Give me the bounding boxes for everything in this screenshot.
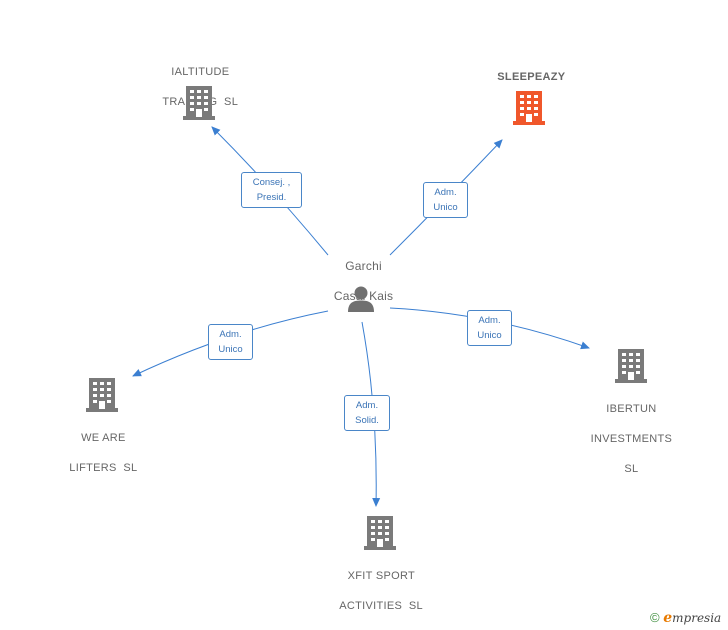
person-name-line2: Casal Kais xyxy=(333,289,394,303)
relation-sleepeazy-line2: Unico xyxy=(433,202,458,213)
company-xfit-line2: ACTIVITIES SL xyxy=(339,600,423,612)
empresia-logo-initial: e xyxy=(663,610,673,626)
person-name[interactable]: Garchi Casal Kais xyxy=(310,244,410,304)
company-wearelifters-line2: LIFTERS SL xyxy=(69,462,138,474)
building-icon[interactable] xyxy=(615,349,647,383)
company-wearelifters-label[interactable]: WE ARE LIFTERS SL xyxy=(35,416,165,476)
building-icon[interactable] xyxy=(364,516,396,550)
copyright-icon: © xyxy=(650,610,660,625)
building-icon-highlighted[interactable] xyxy=(513,91,545,125)
footer-brand: © empresia xyxy=(650,610,721,626)
company-ibertun-line3: SL xyxy=(624,463,639,475)
relation-ialtitude-line1: Consej. , xyxy=(252,177,291,188)
relation-xfit-line2: Solid. xyxy=(355,415,379,426)
company-wearelifters-line1: WE ARE xyxy=(81,432,126,444)
building-icon[interactable] xyxy=(86,378,118,412)
company-sleepeazy-line1: SLEEPEAZY xyxy=(497,71,566,83)
relation-ibertun-line2: Unico xyxy=(477,330,502,341)
company-ibertun-line2: INVESTMENTS xyxy=(590,433,673,445)
relation-wearelifters-line2: Unico xyxy=(218,344,243,355)
company-ibertun-label[interactable]: IBERTUN INVESTMENTS SL xyxy=(563,387,693,477)
relation-xfit-line1: Adm. xyxy=(355,400,379,411)
company-xfit-label[interactable]: XFIT SPORT ACTIVITIES SL xyxy=(313,554,443,614)
relation-ibertun-line1: Adm. xyxy=(478,315,501,326)
relation-wearelifters-line1: Adm. xyxy=(219,329,242,340)
relation-label-xfit[interactable]: Adm. Solid. xyxy=(344,395,390,431)
relation-label-sleepeazy[interactable]: Adm. Unico xyxy=(423,182,468,218)
empresia-logo[interactable]: empresia xyxy=(663,610,722,626)
relation-label-ibertun[interactable]: Adm. Unico xyxy=(467,310,512,346)
building-icon[interactable] xyxy=(183,86,215,120)
relation-label-wearelifters[interactable]: Adm. Unico xyxy=(208,324,253,360)
empresia-logo-text: mpresia xyxy=(672,611,722,625)
person-icon[interactable] xyxy=(346,284,376,314)
person-name-line1: Garchi xyxy=(345,259,382,273)
relation-label-ialtitude[interactable]: Consej. , Presid. xyxy=(241,172,302,208)
company-xfit-line1: XFIT SPORT xyxy=(347,570,416,582)
company-ialtitude-line1: IALTITUDE xyxy=(171,66,230,78)
relation-sleepeazy-line1: Adm. xyxy=(434,187,457,198)
company-ibertun-line1: IBERTUN xyxy=(606,403,657,415)
relation-ialtitude-line2: Presid. xyxy=(256,192,287,203)
